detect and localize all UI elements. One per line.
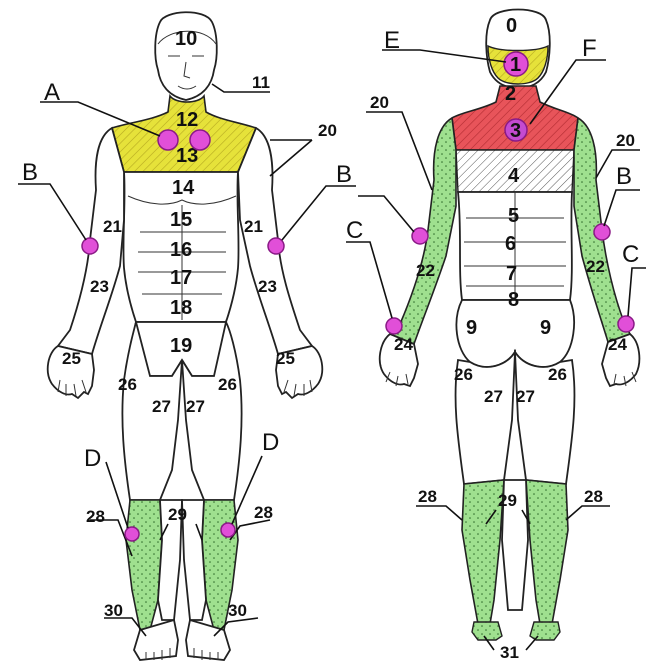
front-zone-18: 18	[170, 297, 192, 319]
front-point-a-right	[190, 130, 210, 150]
back-point-c-right	[618, 316, 634, 332]
back-zone-20-right: 20	[616, 131, 635, 150]
back-zone-8: 8	[508, 289, 519, 311]
front-zone-15: 15	[170, 209, 192, 231]
back-zone-6: 6	[505, 233, 516, 255]
back-zone-29: 29	[498, 491, 517, 510]
back-zone-22-right: 22	[586, 257, 605, 276]
front-point-d-left	[125, 527, 139, 541]
back-zone-3: 3	[510, 120, 521, 142]
back-right-calf-zone	[526, 480, 568, 624]
back-zone-7: 7	[506, 263, 517, 285]
back-zone-31: 31	[500, 643, 519, 662]
front-zone-10: 10	[175, 28, 197, 50]
front-zone-28-right: 28	[254, 503, 273, 522]
back-zone-0: 0	[506, 15, 517, 37]
front-zone-25-left: 25	[62, 349, 81, 368]
back-zone-22-left: 22	[416, 261, 435, 280]
label-d-right: D	[262, 429, 279, 456]
front-zone-27-right: 27	[186, 397, 205, 416]
front-zone-30-right: 30	[228, 601, 247, 620]
back-zone-28-left: 28	[418, 487, 437, 506]
front-point-b-right	[268, 238, 284, 254]
back-zone-27-right: 27	[516, 387, 535, 406]
front-zone-11: 11	[252, 73, 270, 92]
front-zone-20: 20	[318, 121, 337, 140]
back-right-heel-zone	[530, 622, 560, 640]
front-left-shin-zone	[126, 500, 162, 630]
front-figure: 10 11 12 13 14 15 16 17 18 19 20 21 21 2…	[18, 12, 356, 660]
label-b-front-right: B	[336, 161, 352, 188]
back-point-c-left	[386, 318, 402, 334]
label-d-left: D	[84, 445, 101, 472]
front-point-a-left	[158, 130, 178, 150]
front-zone-23-left: 23	[90, 277, 109, 296]
front-zone-26-right: 26	[218, 375, 237, 394]
front-zone-21-left: 21	[103, 217, 122, 236]
front-zone-26-left: 26	[118, 375, 137, 394]
back-zone-9-right: 9	[540, 317, 551, 339]
label-b-front-left: B	[22, 159, 38, 186]
back-point-b-right	[594, 224, 610, 240]
front-zone-21-right: 21	[244, 217, 263, 236]
label-c-right: C	[622, 241, 639, 268]
front-zone-27-left: 27	[152, 397, 171, 416]
front-point-b-left	[82, 238, 98, 254]
front-zone-28-left: 28	[86, 507, 105, 526]
front-zone-25-right: 25	[276, 349, 295, 368]
front-zone-19: 19	[170, 335, 192, 357]
front-zone-29: 29	[168, 505, 187, 524]
back-zone-28-right: 28	[584, 487, 603, 506]
back-zone-24-right: 24	[608, 335, 627, 354]
front-zone-16: 16	[170, 239, 192, 261]
back-zone-1: 1	[510, 54, 521, 76]
back-zone-27-left: 27	[484, 387, 503, 406]
front-head	[155, 12, 217, 100]
back-zone-26-left: 26	[454, 365, 473, 384]
back-zone-24-left: 24	[394, 335, 413, 354]
back-zone-26-right: 26	[548, 365, 567, 384]
back-point-b-left	[412, 228, 428, 244]
back-zone-5: 5	[508, 205, 519, 227]
label-b-back-right: B	[616, 163, 632, 190]
front-zone-12: 12	[176, 109, 198, 131]
back-zone-20-left: 20	[370, 93, 389, 112]
front-point-d-right	[221, 523, 235, 537]
back-left-heel-zone	[472, 622, 502, 640]
front-zone-14: 14	[172, 177, 195, 199]
front-zone-17: 17	[170, 267, 192, 289]
back-zone-2: 2	[505, 83, 516, 105]
label-c-left: C	[346, 217, 363, 244]
back-zone-9-left: 9	[466, 317, 477, 339]
back-zone-4: 4	[508, 165, 520, 187]
front-zone-30-left: 30	[104, 601, 123, 620]
label-f: F	[582, 35, 597, 62]
front-zone-23-right: 23	[258, 277, 277, 296]
back-figure: 0 2 4 5 6 7 8 9 9 20 20 22 22 24 24 26 2…	[346, 10, 646, 663]
